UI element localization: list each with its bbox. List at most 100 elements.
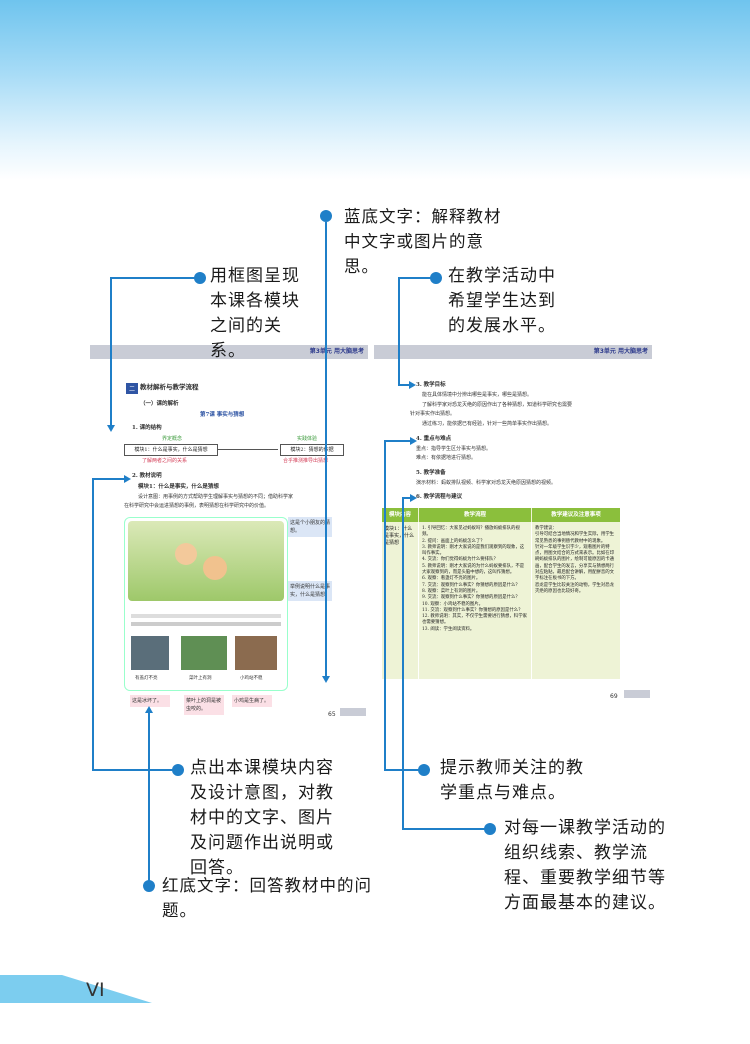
th-module: 模块内容 [382, 508, 418, 522]
callout-dot-frame-chart [194, 272, 206, 284]
connector-focus-vertical [384, 440, 386, 770]
flow-table: 模块内容 教学流程 教学建议及注意事项 模块1：什么是事实，什么是猜想 1. 引… [382, 508, 620, 679]
connector-module-horizontal [92, 769, 174, 771]
connector-focus-stub [384, 440, 412, 442]
item-structure: 1. 课的结构 [132, 425, 162, 431]
page-number: VI [86, 979, 105, 1001]
callout-module-point: 点出本课模块内容及设计意图，对教材中的文字、图片及问题作出说明或回答。 [190, 758, 334, 878]
callout-dot-module-point [172, 764, 184, 776]
th-flow: 教学流程 [419, 508, 531, 522]
child-face-right [203, 556, 227, 580]
flow-step-line: 12. 教师说明：其实，不仅学生需要进行猜想，科学家也需要猜想。 [422, 614, 527, 626]
caption-lamp: 有盖灯不亮 [135, 676, 158, 681]
chart-right-top: 实践体验 [297, 436, 318, 442]
connector-dev-arrow [409, 381, 416, 389]
connector-red-arrow [145, 706, 153, 713]
callout-blue-text: 蓝底文字：解释教材中文字或图片的意思。 [344, 207, 502, 276]
connector-module-vertical [92, 478, 94, 770]
th-advice: 教学建议及注意事项 [532, 508, 620, 522]
blue-note-example: 举例说明什么是事实，什么是猜想。 [288, 581, 332, 601]
caption-leaves: 菜叶上有洞 [189, 676, 212, 681]
flow-step-line: 3. 教师说明：刚才大家说的是我们观察到的现象，这叫作事实。 [422, 544, 525, 557]
item-description: 2. 教材说明 [132, 473, 162, 479]
right-page-header: 第3单元 用大脑思考 [374, 345, 652, 359]
connector-red-vertical [148, 712, 150, 882]
advice-cell: 教学建议：引导可结合当地情况和学生实际，用学生常见熟悉的事例替代教材中的现象。针… [535, 526, 617, 595]
design-line1: 设计意图：用事例的方式帮助学生理解事实与猜想的不同；借助科学家 [138, 494, 294, 500]
connector-dev-stub [398, 384, 410, 386]
design-line2: 在科学研究中会运进猜想的事例，表明猜想在科学研究中的价值。 [124, 503, 270, 509]
goal-3: 通过练习，能依据已有经验，针对一些简单事实作出猜想。 [422, 421, 553, 427]
advice-line: 针对一年级学生识字少，观看图片的特点，用图文结合的方式来表示。比如在印刷蚂蚁排队… [535, 544, 615, 582]
flow-step-line: 10. 观察：小鸡站不稳的图片。 [422, 601, 484, 607]
focus-key: 重点：指导学生区分事实与猜想。 [416, 446, 492, 452]
left-page-header: 第3单元 用大脑思考 [90, 345, 368, 359]
pinyin-line [131, 614, 281, 618]
goal-title: 3. 教学目标 [416, 382, 446, 388]
flow-step-line: 9. 交流：观察到什么事实？你猜想的原因是什么？ [422, 595, 520, 601]
connector-dev-vertical [398, 277, 400, 385]
callout-dot-red-text [143, 880, 155, 892]
textbook-page-image: 有盖灯不亮 菜叶上有洞 小鸡站不稳 [124, 517, 288, 691]
left-page-header-text: 第3单元 用大脑思考 [309, 348, 364, 355]
child-face-left [175, 543, 197, 565]
callout-dot-blue-text [320, 210, 332, 222]
lesson-title: 第7课 事实与猜想 [200, 412, 245, 418]
flow-step-line: 6. 观察：看盏灯不亮的图片。 [422, 576, 481, 582]
connector-flow-vertical [402, 497, 404, 829]
advice-line: 恐龙是学生比较关注的动物，学生对恐龙灭绝的原因也比较好奇。 [535, 582, 615, 594]
callout-frame-chart: 用框图呈现本课各模块之间的关系。 [210, 266, 300, 361]
module1-title: 模块1：什么是事实，什么是猜想 [138, 484, 219, 490]
chart-left-bottom: 了解两者之间的关系 [142, 458, 188, 464]
goal-2: 了解科学家对恐龙灭绝的原因作出了各种猜想，知道科学研究也需要 [422, 402, 573, 408]
footer-band [0, 975, 62, 1003]
module-cell: 模块1：什么是事实，什么是猜想 [384, 526, 415, 546]
connector-frame-horizontal [110, 277, 196, 279]
col-divider-1 [418, 522, 419, 679]
connector-module-arrow [124, 475, 131, 483]
pink-note-leaves: 菜叶上的洞是被虫咬的。 [184, 695, 224, 715]
flow-cell: 1. 引导回忆：大家见过蚂蚁吗？播放蚂蚁排队的视频。2. 提问：画面上的蚂蚁怎么… [422, 526, 528, 633]
sub-title: （一）课的解析 [140, 401, 179, 407]
left-page-corner [340, 708, 366, 716]
section-title: 教材解析与教学流程 [140, 383, 199, 391]
advice-line: 教学建议： [535, 526, 557, 531]
right-page-sample: 第3单元 用大脑思考 3. 教学目标 能在具体情境中分辨出哪些是事实，哪些是猜想… [374, 345, 652, 722]
col-divider-2 [531, 522, 532, 679]
prep-materials: 演示材料：蚂蚁排队视频、科学家对恐龙灭绝原因猜想的视频。 [416, 480, 557, 486]
connector-focus-arrow [410, 437, 417, 445]
flow-step-line: 1. 引导回忆：大家见过蚂蚁吗？播放蚂蚁排队的视频。 [422, 526, 520, 538]
callout-dot-flow [484, 823, 496, 835]
photo-chicken [235, 636, 277, 670]
connector-blue-vertical [325, 222, 327, 677]
connector-blue-arrow [322, 676, 330, 683]
right-page-number: 69 [610, 693, 618, 700]
flow-step-line: 2. 提问：画面上的蚂蚁怎么了？ [422, 538, 485, 544]
connector-frame-arrow [107, 425, 115, 432]
callout-dev-level: 在教学活动中希望学生达到的发展水平。 [448, 266, 556, 336]
focus-title: 4. 重点与难点 [416, 436, 452, 442]
flow-step-line: 13. 阅读：学生阅读资料。 [422, 626, 475, 632]
top-gradient-band [0, 0, 750, 180]
left-page-sample: 第3单元 用大脑思考 二 教材解析与教学流程 （一）课的解析 第7课 事实与猜想… [90, 345, 368, 722]
photo-leaves [181, 636, 227, 670]
callout-focus: 提示教师关注的教学重点与难点。 [440, 758, 584, 803]
chart-right-bottom: 合乎推测推导出猜想 [283, 458, 329, 464]
advice-line: 引导可结合当地情况和学生实际，用学生常见熟悉的事例替代教材中的现象。 [535, 532, 615, 544]
flow-title: 6. 教学流程与建议 [416, 494, 463, 500]
chart-right-box: 模块2：猜想的依据 [280, 444, 344, 456]
connector-frame-vertical [110, 277, 112, 427]
section-badge: 二 [126, 383, 139, 394]
goal-2b: 针对事实作出猜想。 [410, 411, 456, 417]
left-page-number: 65 [328, 711, 336, 718]
focus-difficulty: 难点：有依据地进行猜想。 [416, 455, 477, 461]
flow-step-line: 11. 交流：观察到什么事实？你猜想的原因是什么？ [422, 607, 523, 613]
flow-step-line: 8. 观察：菜叶上有洞的图片。 [422, 588, 481, 594]
chart-connector [218, 449, 278, 450]
connector-flow-arrow [410, 494, 417, 502]
blue-note-guess: 这是个小朋友的猜想。 [288, 517, 332, 537]
callout-dot-focus [418, 764, 430, 776]
chart-left-top: 界定概念 [162, 436, 183, 442]
caption-chicken: 小鸡站不稳 [240, 676, 263, 681]
flow-step-line: 7. 交流：观察到什么事实？你猜想的原因是什么？ [422, 582, 520, 588]
